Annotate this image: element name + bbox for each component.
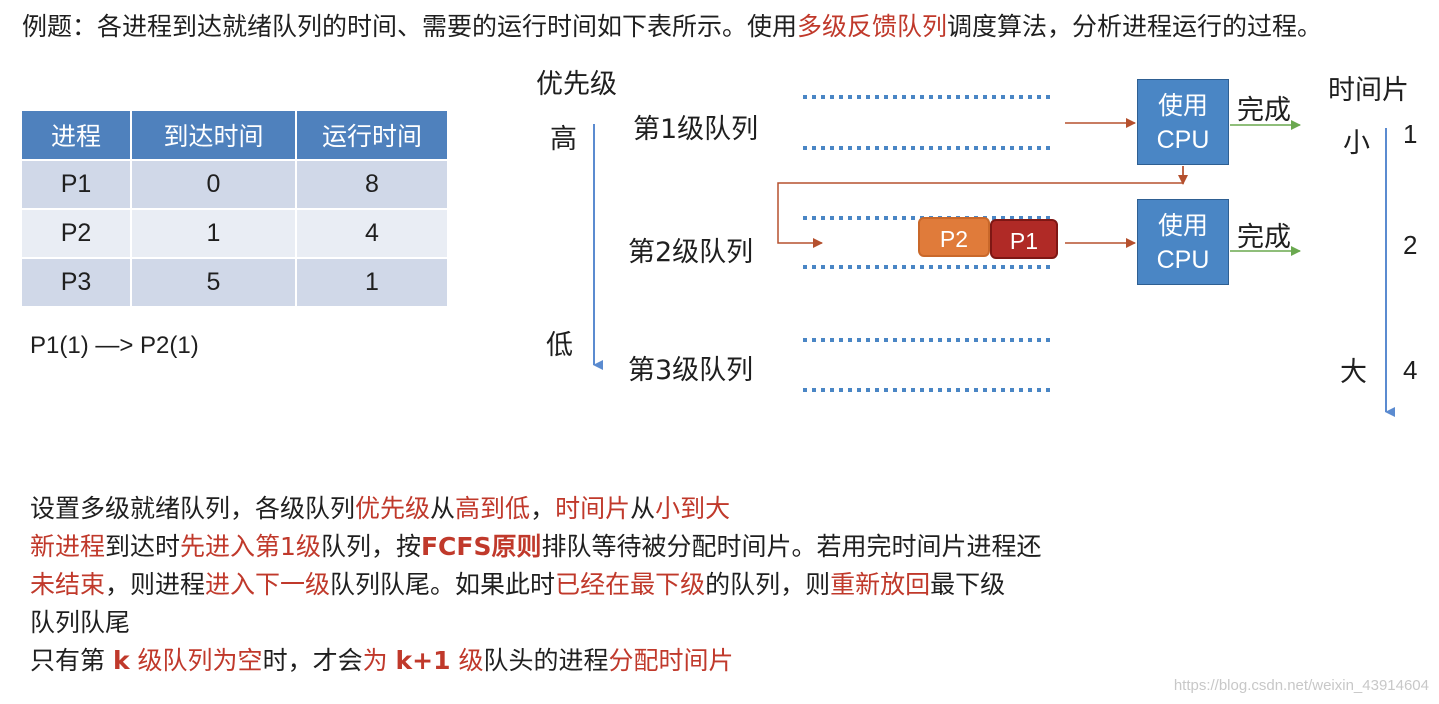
cell-runtime: 4: [295, 208, 449, 259]
rules-segment: 级队列为空: [137, 646, 263, 675]
cell-arrival: 5: [130, 257, 297, 308]
rules-segment: k: [112, 646, 130, 675]
title-text-1: 例题：各进程到达就绪队列的时间、需要的运行时间如下表所示。使用: [22, 12, 798, 41]
table-header-row: 进程 到达时间 运行时间: [20, 109, 449, 161]
cell-runtime: 8: [295, 159, 449, 210]
rules-segment: [130, 646, 138, 675]
cell-runtime: 1: [295, 257, 449, 308]
queue-label-2: 第2级队列: [628, 237, 754, 268]
rules-segment: 队头的进程: [483, 646, 609, 675]
cell-process: P1: [20, 159, 132, 210]
cpu-box-level2: 使用 CPU: [1137, 199, 1229, 285]
col-header-runtime: 运行时间: [295, 109, 449, 161]
rules-segment: 优先级: [355, 494, 431, 523]
cpu-line1: 使用: [1157, 212, 1208, 240]
rules-text: 设置多级就绪队列，各级队列优先级从高到低，时间片从小到大 新进程到达时先进入第1…: [30, 490, 1041, 680]
slice-value-3: 4: [1403, 355, 1418, 385]
problem-statement: 例题：各进程到达就绪队列的时间、需要的运行时间如下表所示。使用多级反馈队列调度算…: [22, 10, 1382, 44]
rules-segment: ，: [530, 494, 556, 523]
rules-segment: 为: [362, 646, 396, 675]
cpu-line2: CPU: [1156, 246, 1210, 274]
done-label-1: 完成: [1237, 95, 1291, 126]
rules-segment: 重新放回: [830, 570, 931, 599]
title-highlight: 多级反馈队列: [797, 12, 948, 41]
title-text-2: 调度算法，分析进程运行的过程。: [947, 12, 1323, 41]
rules-segment: k+1: [395, 646, 451, 675]
slice-small-label: 小: [1343, 128, 1370, 159]
rules-line-3: 未结束，则进程进入下一级队列队尾。如果此时已经在最下级的队列，则重新放回最下级: [30, 566, 1041, 604]
rules-segment: 设置多级就绪队列，各级队列: [30, 494, 356, 523]
rules-segment: 进入下一级: [205, 570, 331, 599]
timeslice-label: 时间片: [1328, 75, 1409, 106]
execution-sequence: P1(1) —> P2(1): [30, 332, 199, 359]
rules-segment: 高到低: [455, 494, 531, 523]
rules-segment: 从: [630, 494, 656, 523]
rules-line-1: 设置多级就绪队列，各级队列优先级从高到低，时间片从小到大: [30, 490, 1041, 528]
rules-segment: 队列队尾: [30, 608, 131, 637]
rules-segment: 从: [430, 494, 456, 523]
cell-process: P2: [20, 208, 132, 259]
queue-label-1: 第1级队列: [633, 114, 759, 145]
watermark: https://blog.csdn.net/weixin_43914604: [1173, 677, 1429, 694]
rules-segment: 到达时: [105, 532, 181, 561]
process-p2-block: P2: [918, 217, 990, 257]
rules-segment: 队列队尾。如果此时: [330, 570, 556, 599]
rules-segment: 新进程: [30, 532, 106, 561]
priority-label: 优先级: [536, 69, 617, 100]
rules-segment: 排队等待被分配时间片。若用完时间片进程还: [541, 532, 1042, 561]
cell-arrival: 1: [130, 208, 297, 259]
slice-value-1: 1: [1403, 119, 1418, 149]
col-header-process: 进程: [20, 109, 132, 161]
queue-label-3: 第3级队列: [628, 355, 754, 386]
slice-value-2: 2: [1403, 230, 1418, 260]
process-p1-block: P1: [990, 219, 1058, 259]
rules-segment: 时，才会: [262, 646, 363, 675]
col-header-arrival: 到达时间: [130, 109, 297, 161]
rules-segment: 小到大: [655, 494, 731, 523]
table-row: P3 5 1: [20, 257, 449, 308]
process-table: 进程 到达时间 运行时间 P1 0 8 P2 1 4 P3 5 1: [20, 109, 449, 308]
rules-segment: 分配时间片: [608, 646, 734, 675]
rules-segment: 时间片: [555, 494, 631, 523]
rules-segment: 级: [450, 646, 484, 675]
rules-segment: 已经在最下级: [555, 570, 706, 599]
rules-line-4: 队列队尾: [30, 604, 1041, 642]
rules-line-5: 只有第 k 级队列为空时，才会为 k+1 级队头的进程分配时间片: [30, 642, 1041, 680]
slice-large-label: 大: [1340, 357, 1367, 388]
rules-segment: 先进入第1级: [180, 532, 321, 561]
cpu-box-level1: 使用 CPU: [1137, 79, 1229, 165]
priority-low-label: 低: [546, 330, 573, 361]
rules-segment: 未结束: [30, 570, 106, 599]
rules-line-2: 新进程到达时先进入第1级队列，按FCFS原则排队等待被分配时间片。若用完时间片进…: [30, 528, 1041, 566]
rules-segment: 的队列，则: [705, 570, 831, 599]
cpu-line2: CPU: [1156, 126, 1210, 154]
cpu-line1: 使用: [1157, 92, 1208, 120]
rules-segment: 只有第: [30, 646, 113, 675]
done-label-2: 完成: [1237, 222, 1291, 253]
rules-segment: ，则进程: [105, 570, 206, 599]
cell-process: P3: [20, 257, 132, 308]
cell-arrival: 0: [130, 159, 297, 210]
priority-high-label: 高: [550, 124, 577, 155]
rules-segment: 最下级: [930, 570, 1006, 599]
table-row: P2 1 4: [20, 208, 449, 259]
rules-segment: FCFS原则: [420, 532, 542, 561]
table-row: P1 0 8: [20, 159, 449, 210]
rules-segment: 队列，按: [320, 532, 421, 561]
